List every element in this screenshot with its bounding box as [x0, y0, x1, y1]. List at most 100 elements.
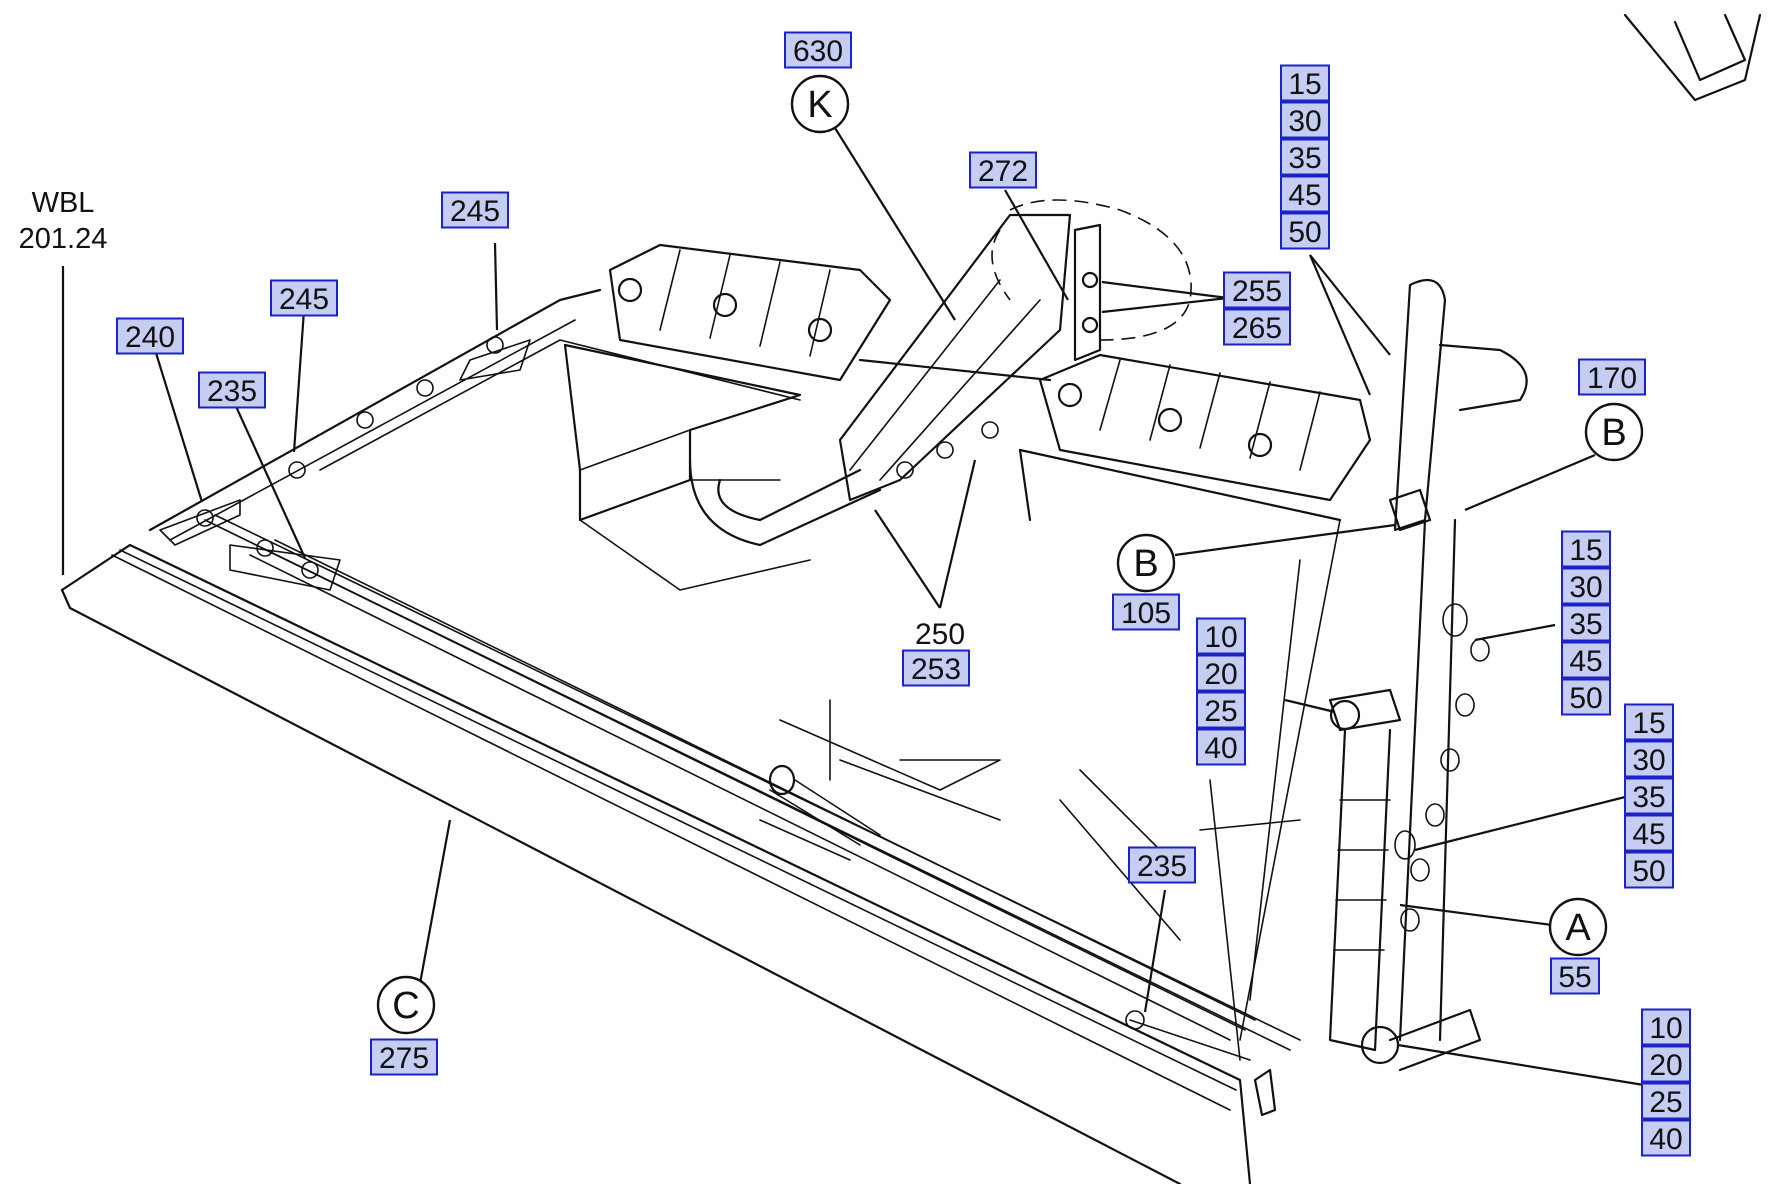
callout-group-g245b: 245 — [270, 279, 338, 317]
callout-box — [1223, 271, 1291, 309]
callout-number: 45 — [1632, 818, 1665, 851]
callout-box — [1561, 678, 1611, 716]
callout-box — [1561, 641, 1611, 679]
callout-number: 245 — [450, 195, 500, 228]
callout-box — [1196, 728, 1246, 766]
callout-number: 30 — [1288, 105, 1321, 138]
callout-number: 265 — [1232, 312, 1282, 345]
callout-number: 55 — [1558, 961, 1591, 994]
callout-box — [1223, 308, 1291, 346]
callout-box — [370, 1038, 438, 1076]
callout-box — [116, 317, 184, 355]
callout-group-g240: 240 — [116, 317, 184, 355]
callout-box — [902, 649, 970, 687]
callout-box — [270, 279, 338, 317]
leader-lines — [61, 127, 1651, 1088]
detail-marker-circle — [1116, 533, 1176, 593]
callout-number: 25 — [1204, 695, 1237, 728]
callout-number: 20 — [1204, 658, 1237, 691]
callout-number: 253 — [911, 653, 961, 686]
callout-box — [1641, 1119, 1691, 1157]
callout-number: 15 — [1632, 707, 1665, 740]
detail-marker-letter: A — [1565, 907, 1591, 949]
callout-number: 10 — [1649, 1012, 1682, 1045]
callout-group-g_mid: 10 20 25 40 — [1196, 617, 1246, 766]
callout-box — [1561, 604, 1611, 642]
callout-box — [1196, 691, 1246, 729]
detail-marker-K: K — [790, 74, 850, 134]
callout-number: 40 — [1204, 732, 1237, 765]
callout-group-g272: 272 — [969, 151, 1037, 189]
callout-box — [1550, 957, 1600, 995]
detail-marker-letter: K — [807, 84, 832, 126]
callout-number: 255 — [1232, 275, 1282, 308]
callout-number: 272 — [978, 155, 1028, 188]
callout-box — [1641, 1082, 1691, 1120]
callout-number: 240 — [125, 321, 175, 354]
callout-box — [1280, 212, 1330, 250]
callout-number: 35 — [1569, 608, 1602, 641]
callout-number: 35 — [1632, 781, 1665, 814]
callout-number: 15 — [1288, 68, 1321, 101]
callout-number: 15 — [1569, 534, 1602, 567]
part-callouts: 6302722452452402351530354550255265170105… — [116, 31, 1691, 1157]
callout-box — [1624, 703, 1674, 741]
detail-marker-letter: B — [1601, 412, 1626, 454]
callout-box — [1280, 101, 1330, 139]
detail-marker-C: C — [376, 975, 436, 1035]
callout-number: 35 — [1288, 142, 1321, 175]
detail-marker-circle — [790, 74, 850, 134]
callout-box — [969, 151, 1037, 189]
detail-markers: K B B C A — [376, 74, 1644, 1035]
callout-number: 10 — [1204, 621, 1237, 654]
reference-line-1: WBL — [32, 187, 95, 219]
callout-box — [1196, 654, 1246, 692]
plain-label-250: 250 — [915, 618, 965, 651]
detail-marker-circle — [1548, 897, 1608, 957]
callout-box — [1280, 175, 1330, 213]
callout-number: 20 — [1649, 1049, 1682, 1082]
detail-marker-letter: C — [392, 985, 419, 1027]
assembly-line-art — [60, 13, 1762, 1184]
callout-group-g235b: 235 — [1128, 846, 1196, 884]
callout-box — [1280, 138, 1330, 176]
callout-number: 45 — [1288, 179, 1321, 212]
callout-number: 235 — [207, 375, 257, 408]
labels: WBL 201.24 250 — [19, 187, 965, 651]
detail-marker-A: A — [1548, 897, 1608, 957]
callout-group-g170: 170 — [1578, 358, 1646, 396]
callout-number: 630 — [793, 35, 843, 68]
callout-box — [198, 371, 266, 409]
detail-marker-B2: B — [1116, 533, 1176, 593]
callout-group-g235a: 235 — [198, 371, 266, 409]
callout-number: 30 — [1632, 744, 1665, 777]
callout-number: 25 — [1649, 1086, 1682, 1119]
callout-box — [1578, 358, 1646, 396]
detail-marker-B1: B — [1584, 402, 1644, 462]
callout-number: 245 — [279, 283, 329, 316]
callout-box — [1112, 593, 1180, 631]
callout-box — [1128, 846, 1196, 884]
callout-box — [1196, 617, 1246, 655]
reference-line-2: 201.24 — [19, 223, 108, 255]
callout-number: 50 — [1569, 682, 1602, 715]
callout-box — [1561, 567, 1611, 605]
callout-group-g245a: 245 — [441, 191, 509, 229]
callout-group-g253: 253 — [902, 649, 970, 687]
detail-marker-letter: B — [1133, 543, 1158, 585]
callout-number: 105 — [1121, 597, 1171, 630]
callout-group-g55: 55 — [1550, 957, 1600, 995]
callout-number: 275 — [379, 1042, 429, 1075]
callout-box — [1624, 814, 1674, 852]
callout-box — [1561, 530, 1611, 568]
callout-box — [1280, 64, 1330, 102]
callout-box — [1641, 1045, 1691, 1083]
callout-number: 30 — [1569, 571, 1602, 604]
callout-group-g275: 275 — [370, 1038, 438, 1076]
callout-box — [784, 31, 852, 69]
